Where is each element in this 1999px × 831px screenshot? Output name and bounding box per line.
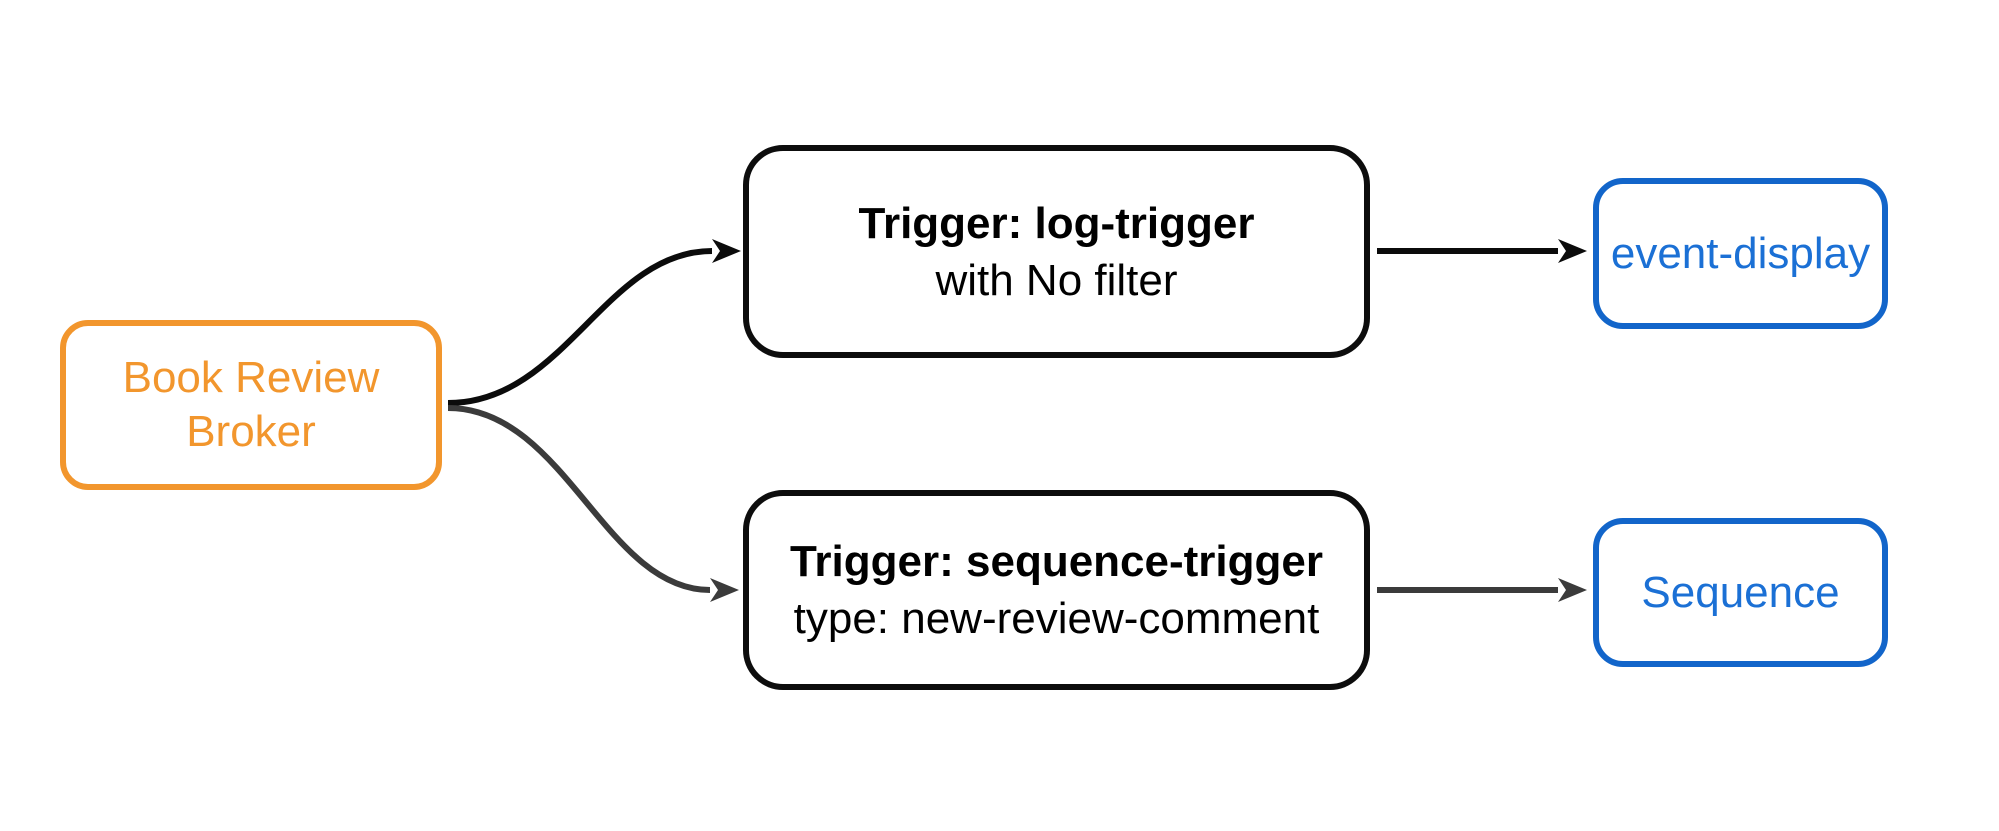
event-display-node: event-display bbox=[1593, 178, 1888, 329]
event-display-label: event-display bbox=[1610, 228, 1871, 278]
log-trigger-subtitle: with No filter bbox=[935, 255, 1178, 305]
sequence-label: Sequence bbox=[1641, 567, 1840, 617]
log-trigger-node: Trigger: log-trigger with No filter bbox=[743, 145, 1370, 358]
sequence-trigger-title: Trigger: sequence-trigger bbox=[789, 537, 1323, 586]
sequence-trigger-node: Trigger: sequence-trigger type: new-revi… bbox=[743, 490, 1370, 690]
broker-label-line1: Book Review bbox=[122, 353, 380, 402]
sequence-node: Sequence bbox=[1593, 518, 1888, 667]
edge-broker-to-sequence-trigger bbox=[447, 405, 739, 602]
broker-label-line2: Broker bbox=[186, 407, 316, 456]
log-trigger-title: Trigger: log-trigger bbox=[858, 198, 1255, 248]
edge-broker-to-log-trigger bbox=[447, 239, 741, 406]
broker-node: Book Review Broker bbox=[60, 320, 442, 490]
sequence-trigger-subtitle: type: new-review-comment bbox=[793, 594, 1320, 643]
